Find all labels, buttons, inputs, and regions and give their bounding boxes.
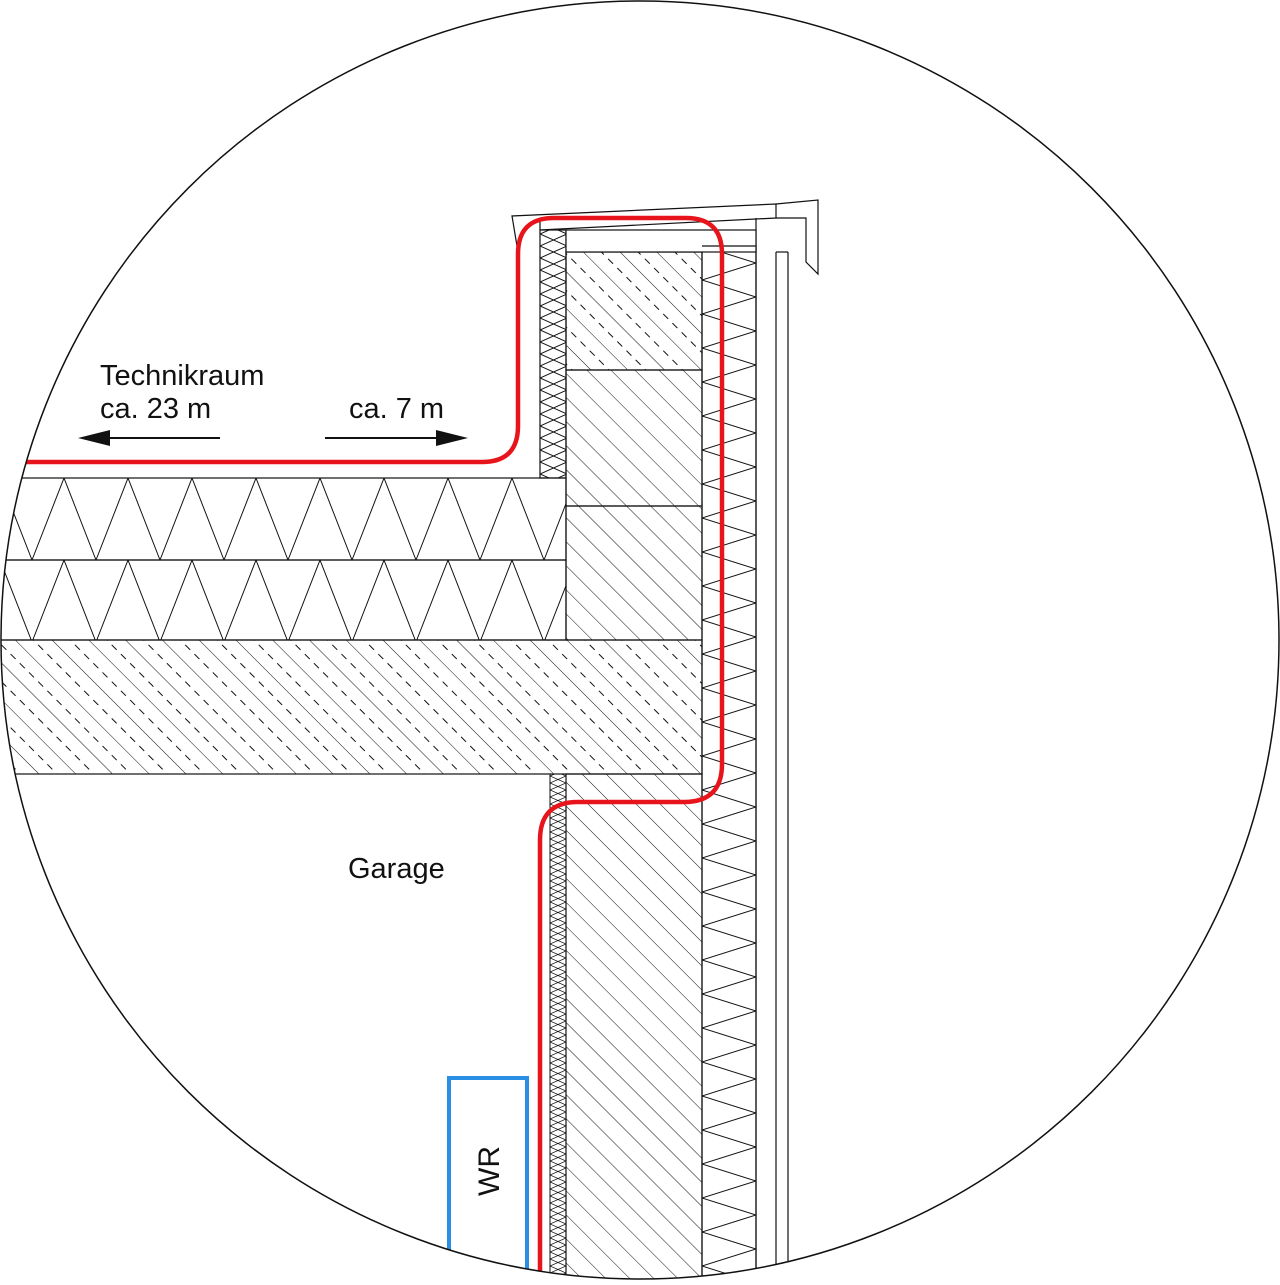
cable-route (26, 215, 725, 1279)
label-garage: Garage (348, 853, 445, 885)
parapet-upper-block (565, 251, 703, 371)
flashing-drip (775, 199, 819, 276)
label-technikraum: Technikraum (100, 360, 264, 392)
parapet-cap-board (565, 229, 757, 253)
concrete-slab (1, 639, 703, 775)
inverter-box (447, 1076, 529, 1279)
drawing-content: Technikraum ca. 23 m ca. 7 m Garage WR (1, 199, 819, 1279)
arrow-right (325, 430, 468, 446)
parapet-masonry-2 (565, 505, 703, 641)
arrow-left (78, 430, 220, 446)
facade-insulation (701, 245, 757, 1279)
parapet-flashing (511, 203, 777, 253)
roof-insulation-top (1, 477, 567, 561)
parapet-masonry-1 (565, 369, 703, 507)
label-distance-left: ca. 23 m (100, 393, 211, 425)
roof-insulation-bottom (1, 559, 567, 641)
label-distance-right: ca. 7 m (349, 393, 444, 425)
wall-masonry (565, 773, 703, 1279)
label-inverter: WR (473, 1146, 506, 1196)
parapet-inner-insulation (539, 229, 567, 479)
garage-wall-insulation (549, 773, 567, 1279)
